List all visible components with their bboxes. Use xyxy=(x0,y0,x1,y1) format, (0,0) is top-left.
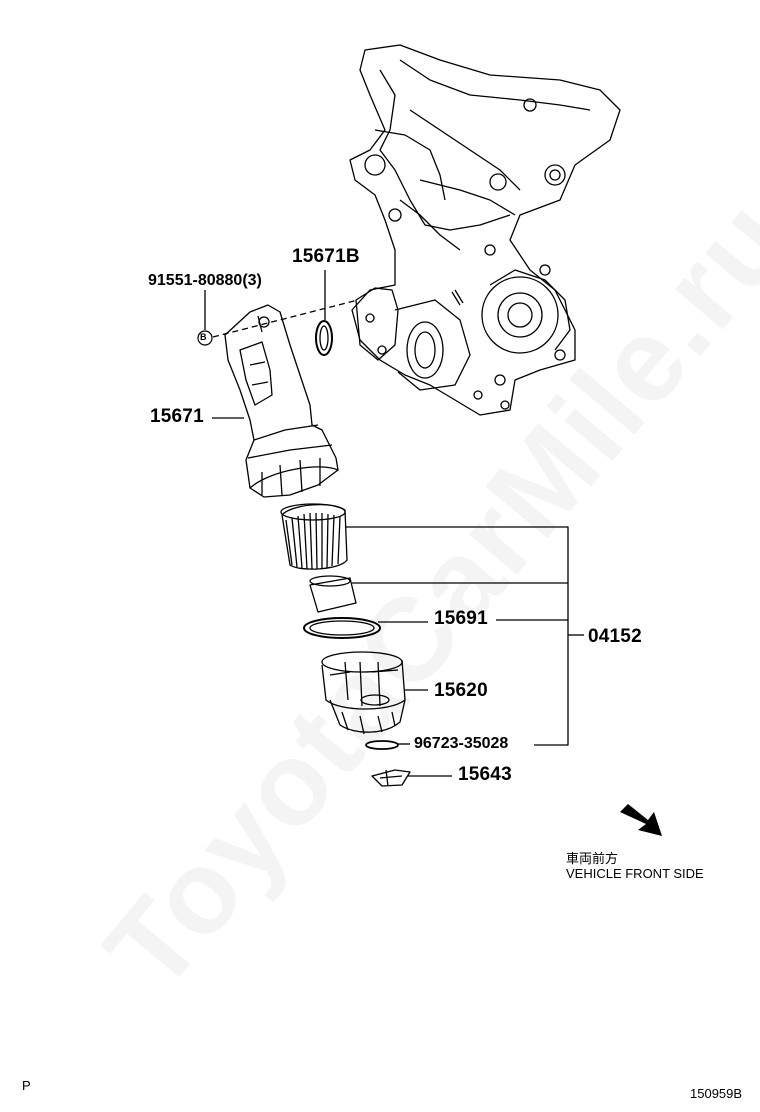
filter-cap xyxy=(321,651,406,735)
footer-left: P xyxy=(22,1078,31,1093)
part-label-15643: 15643 xyxy=(458,764,512,785)
part-label-15671b: 15671B xyxy=(292,246,360,267)
kit-bracket xyxy=(346,526,569,746)
o-ring-drain xyxy=(365,740,399,750)
o-ring-small xyxy=(315,320,333,356)
front-side-note-jp: 車両前方 xyxy=(566,851,619,866)
oil-filter-bracket xyxy=(224,304,339,498)
part-label-15620: 15620 xyxy=(434,680,488,701)
bolt-marker-letter: B xyxy=(200,332,207,342)
bolt-marker xyxy=(197,330,213,346)
part-label-15671: 15671 xyxy=(150,406,204,427)
front-side-note-en: VEHICLE FRONT SIDE xyxy=(566,866,704,881)
pump-housing xyxy=(481,276,559,354)
part-label-bolt: 91551-80880(3) xyxy=(148,272,262,289)
filter-element xyxy=(280,503,348,570)
filter-inner-tube xyxy=(309,575,357,613)
engine-cover xyxy=(349,44,621,416)
drain-plug xyxy=(371,769,411,787)
part-label-15691: 15691 xyxy=(434,608,488,629)
front-side-arrow-icon xyxy=(620,804,662,836)
oil-filter-mount xyxy=(406,321,444,379)
part-label-04152: 04152 xyxy=(588,626,642,647)
bolt-boss xyxy=(489,173,507,191)
figure-number: 150959B xyxy=(690,1086,743,1101)
gasket-15691 xyxy=(303,617,381,639)
alignment-line xyxy=(212,299,359,338)
part-label-96723: 96723-35028 xyxy=(414,735,509,752)
